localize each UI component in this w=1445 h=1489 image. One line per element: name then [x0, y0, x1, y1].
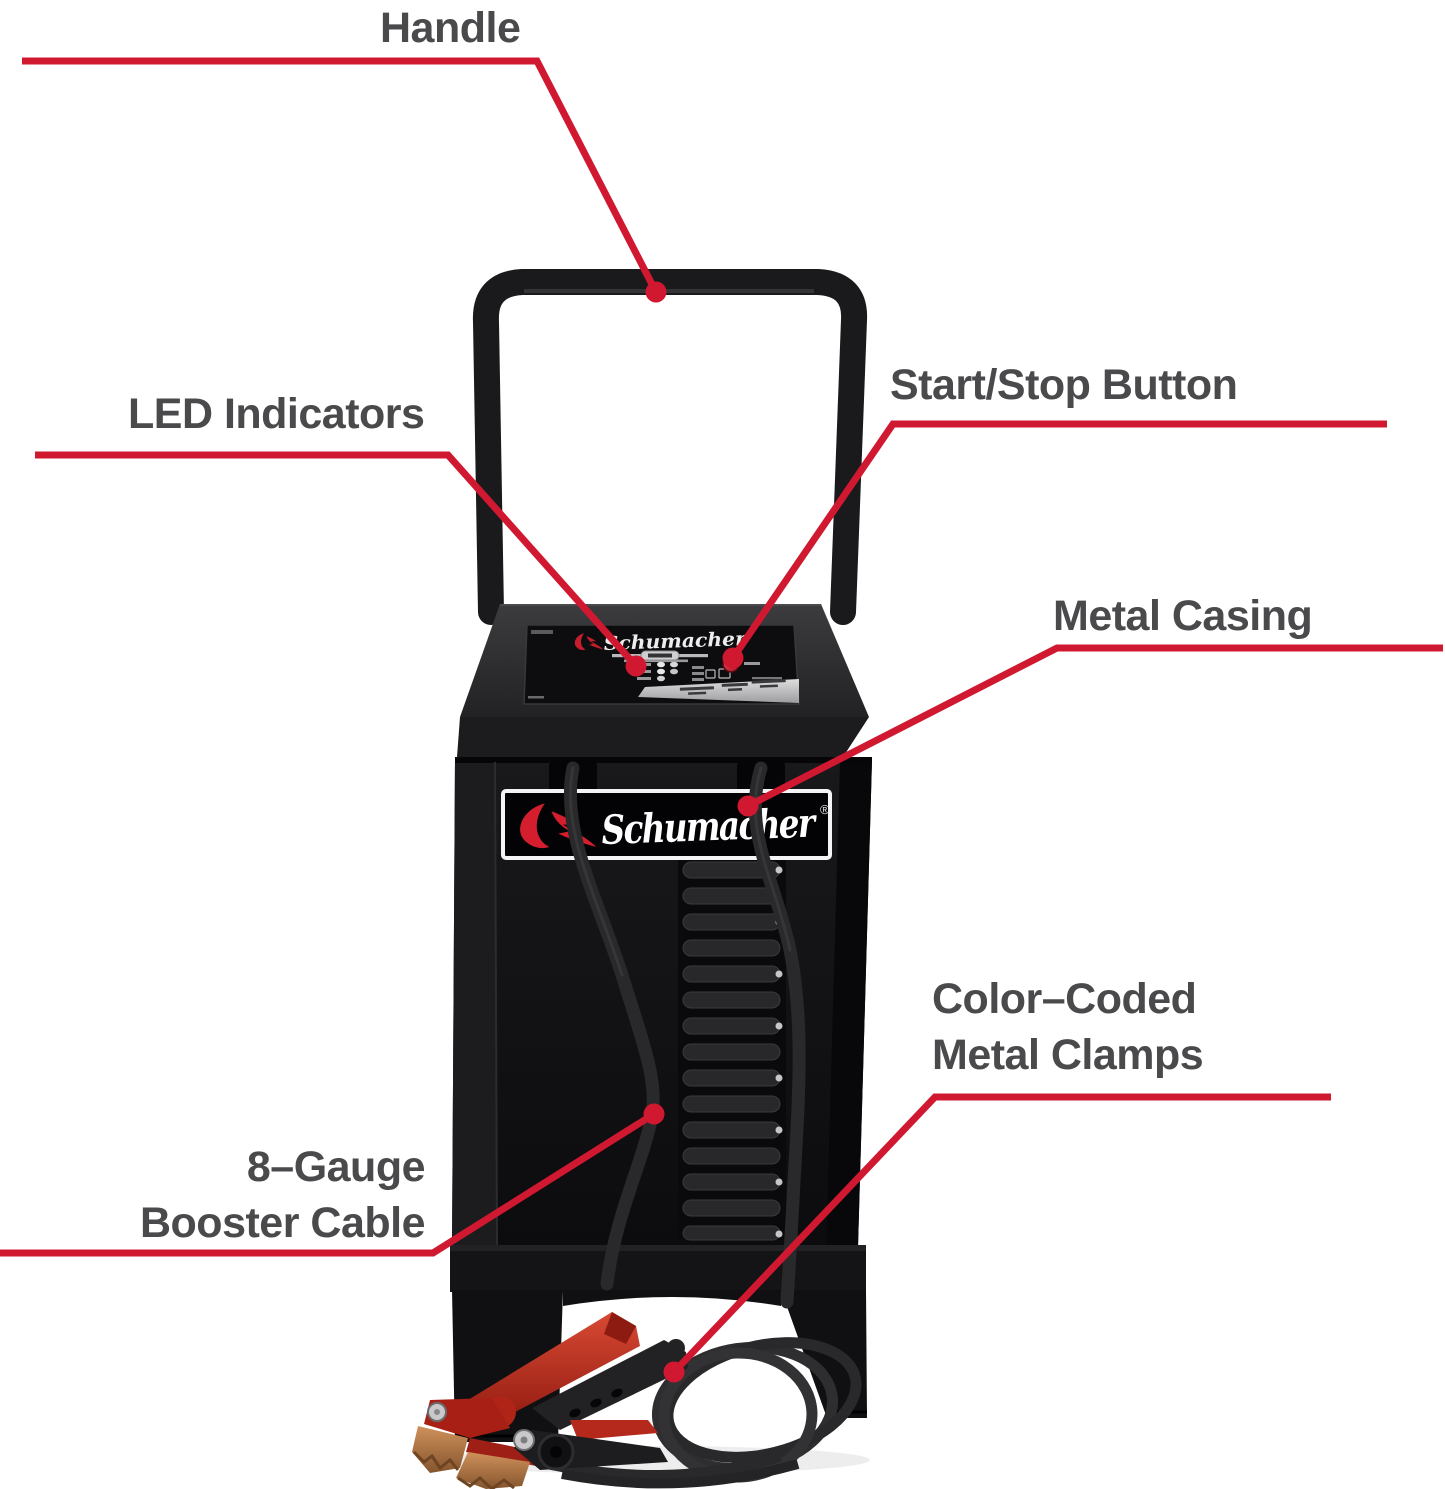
red-clamp	[412, 1312, 640, 1473]
callout-label-led-indicators: LED Indicators	[128, 390, 425, 438]
callout-line-handle	[22, 57, 667, 303]
vent-louvres	[678, 856, 786, 1241]
booster-cable-line1: 8–Gauge	[246, 1143, 426, 1191]
callout-line-start-stop	[722, 420, 1387, 669]
metal-clamps-line1: Color–Coded	[932, 975, 1197, 1023]
callout-lines	[0, 57, 1443, 1383]
callout-line-led-indicators	[35, 451, 647, 677]
metal-casing-body: Schumacher ®	[452, 757, 872, 1248]
callout-label-start-stop-button: Start/Stop Button	[890, 361, 1238, 409]
callout-line-booster-cable	[0, 1103, 665, 1257]
cable-coil	[538, 1337, 862, 1489]
control-panel: Schumacher	[523, 624, 800, 705]
model-number-text	[531, 630, 553, 634]
callout-label-handle: Handle	[380, 4, 521, 52]
spec-strip	[638, 679, 799, 703]
front-brand-label: Schumacher ®	[501, 789, 832, 860]
black-clamp	[456, 1339, 688, 1489]
front-brand-script: Schumacher	[601, 799, 819, 854]
booster-cable-left	[563, 761, 660, 1291]
copper-jaw	[456, 1452, 530, 1489]
clamp-red-grip	[570, 1420, 658, 1440]
metal-clamps	[412, 1312, 688, 1489]
panel-brand-script: Schumacher	[603, 628, 748, 655]
booster-cables	[563, 761, 806, 1309]
metal-clamps-line2: Metal Clamps	[932, 1030, 1204, 1079]
handle-bar	[472, 269, 868, 625]
booster-cable-line2: Booster Cable	[139, 1198, 426, 1247]
callout-line-metal-casing	[737, 644, 1443, 817]
callout-label-booster-cable: 8–Gauge Booster Cable	[139, 1140, 426, 1252]
callout-label-metal-clamps: Color–Coded Metal Clamps	[932, 972, 1204, 1084]
control-head: Schumacher	[457, 604, 869, 757]
booster-cable-right	[748, 761, 806, 1309]
callout-label-metal-casing: Metal Casing	[1053, 592, 1313, 640]
callout-line-metal-clamps	[663, 1093, 1331, 1383]
battery-icon	[705, 669, 716, 679]
registered-mark: ®	[820, 802, 830, 817]
